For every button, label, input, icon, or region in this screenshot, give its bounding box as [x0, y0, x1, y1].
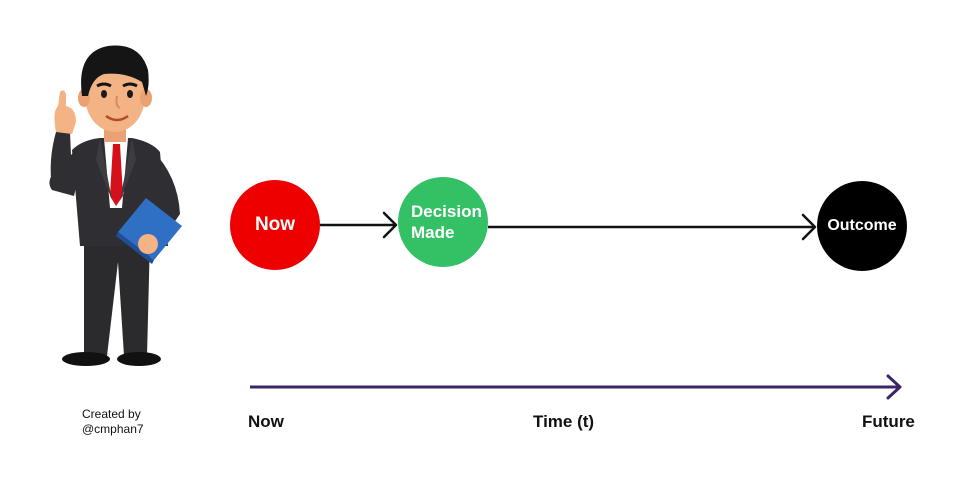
raised-hand [54, 90, 76, 134]
credit: Created by @cmphan7 [82, 407, 144, 437]
book [118, 198, 182, 260]
right-eyebrow [122, 82, 138, 88]
timeline-middle-label: Time (t) [533, 412, 595, 431]
trousers [84, 238, 150, 356]
holding-hand [138, 234, 158, 254]
left-eyebrow [96, 82, 112, 88]
credit-line-1: Created by [82, 407, 141, 421]
right-shoe [117, 352, 161, 366]
node-decision-label: Decision Made [411, 202, 482, 242]
left-shoe [62, 352, 110, 366]
timeline-arrow [250, 374, 902, 400]
nose [115, 95, 121, 109]
left-eye [101, 90, 107, 98]
upper-raised-arm [50, 132, 72, 188]
node-now: Now [230, 180, 320, 270]
node-decision-made: Decision Made [398, 177, 488, 267]
edge-now-to-decision [320, 211, 398, 239]
node-now-label: Now [254, 214, 296, 235]
right-eye [127, 90, 133, 98]
credit-line-2: @cmphan7 [82, 422, 144, 436]
hair [81, 45, 149, 96]
edge-decision-to-outcome [488, 213, 817, 241]
timeline-start-label: Now [248, 412, 284, 431]
right-ear [140, 89, 152, 107]
node-outcome-label: Outcome [827, 217, 897, 234]
smile [105, 114, 129, 122]
right-lapel [120, 138, 136, 200]
face [85, 60, 145, 132]
tie [110, 144, 123, 206]
left-lapel [96, 138, 112, 200]
node-outcome: Outcome [817, 181, 907, 271]
timeline-end-label: Future [862, 412, 915, 431]
book-edge [116, 232, 154, 264]
holding-arm [148, 150, 180, 240]
